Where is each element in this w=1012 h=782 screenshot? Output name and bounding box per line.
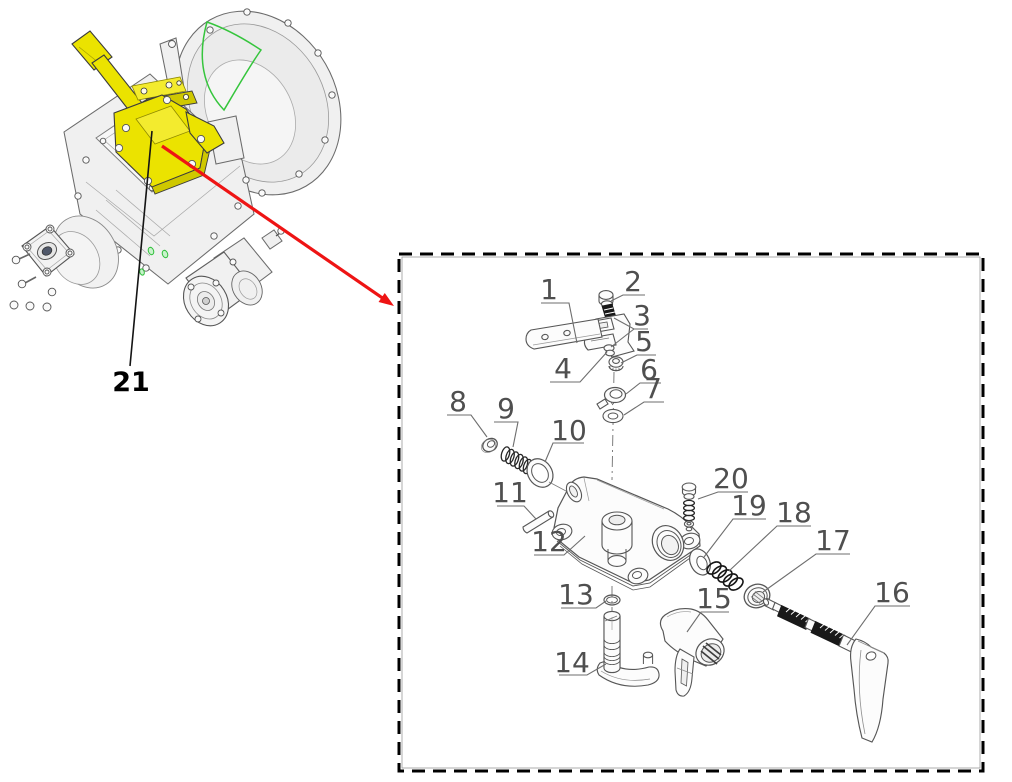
part-12-housing bbox=[551, 476, 701, 591]
callout-label-8: 8 bbox=[449, 385, 467, 418]
part-13-oring bbox=[603, 594, 621, 606]
callout-leader-10 bbox=[544, 442, 584, 463]
part-18-spring bbox=[706, 561, 744, 591]
part-20-bolt-spring bbox=[681, 482, 697, 532]
callout-leader-12 bbox=[534, 535, 586, 556]
green-marker bbox=[147, 246, 155, 256]
part-11-pin bbox=[522, 510, 555, 534]
callout-label-1: 1 bbox=[540, 273, 558, 306]
part-1-lever-plate bbox=[525, 313, 635, 358]
callout-leader-17 bbox=[762, 553, 850, 593]
callout-label-13: 13 bbox=[558, 578, 594, 611]
callout-leader-5 bbox=[620, 354, 656, 364]
callout-label-18: 18 bbox=[776, 496, 812, 529]
callout-leader-18 bbox=[728, 525, 811, 572]
callout-leader-4 bbox=[550, 351, 608, 383]
callout-leader-14 bbox=[559, 663, 607, 676]
callout-leader-20 bbox=[697, 491, 748, 500]
exploded-view bbox=[480, 290, 889, 743]
part-6-keyed-ring bbox=[596, 386, 627, 410]
callout-leader-9 bbox=[494, 421, 519, 448]
callout-leader-15 bbox=[686, 611, 729, 633]
callout-leader-8 bbox=[447, 414, 488, 438]
center-axis bbox=[611, 371, 615, 481]
shift-lever-assembly-highlight bbox=[71, 30, 245, 195]
callout-label-10: 10 bbox=[551, 414, 587, 447]
callout-label-5: 5 bbox=[635, 325, 653, 358]
gearbox-3d-view: 21 bbox=[9, 8, 342, 398]
callout-leader-11 bbox=[497, 505, 537, 520]
main-part-label: 21 bbox=[112, 367, 150, 398]
part-16-shaft-lever bbox=[762, 597, 889, 743]
green-contour bbox=[201, 21, 263, 112]
detail-box-inner-line bbox=[401, 256, 981, 769]
callout-leader-2 bbox=[610, 294, 645, 302]
part-5-nut bbox=[608, 356, 624, 372]
part-8-ring bbox=[480, 437, 498, 453]
part-15-lever-block bbox=[659, 608, 725, 697]
callout-label-15: 15 bbox=[696, 582, 732, 615]
callout-label-6: 6 bbox=[640, 353, 658, 386]
green-marker bbox=[161, 249, 169, 259]
callout-label-11: 11 bbox=[492, 476, 528, 509]
callout-label-4: 4 bbox=[554, 352, 572, 385]
green-marker bbox=[139, 268, 145, 276]
leader-line-21 bbox=[129, 130, 153, 367]
callout-label-7: 7 bbox=[644, 372, 662, 405]
callout-leader-13 bbox=[561, 600, 607, 609]
callout-leader-6 bbox=[625, 382, 661, 395]
red-arrow bbox=[161, 144, 394, 306]
part-10-washer bbox=[526, 458, 567, 492]
callout-leader-3 bbox=[610, 328, 635, 348]
detail-box-border bbox=[397, 252, 985, 773]
callout-label-16: 16 bbox=[874, 576, 910, 609]
pto-cylinder bbox=[182, 227, 285, 327]
callout-label-20: 20 bbox=[713, 462, 749, 495]
callout-label-17: 17 bbox=[815, 524, 851, 557]
callout-label-19: 19 bbox=[731, 489, 767, 522]
callout-label-2: 2 bbox=[624, 265, 642, 298]
part-7-washer bbox=[602, 408, 624, 424]
callout-leader-1 bbox=[541, 302, 578, 344]
callout-leader-7 bbox=[623, 401, 664, 416]
callout-label-12: 12 bbox=[531, 525, 567, 558]
callout-label-9: 9 bbox=[497, 392, 515, 425]
callout-leader-19 bbox=[703, 518, 766, 558]
part-14-plunger bbox=[596, 610, 660, 687]
output-flange bbox=[9, 215, 119, 312]
callout-leader-16 bbox=[846, 605, 910, 646]
callout-label-3: 3 bbox=[633, 299, 651, 332]
red-arrowhead bbox=[378, 292, 394, 306]
part-9-spring bbox=[500, 446, 533, 475]
callout-label-14: 14 bbox=[554, 646, 590, 679]
